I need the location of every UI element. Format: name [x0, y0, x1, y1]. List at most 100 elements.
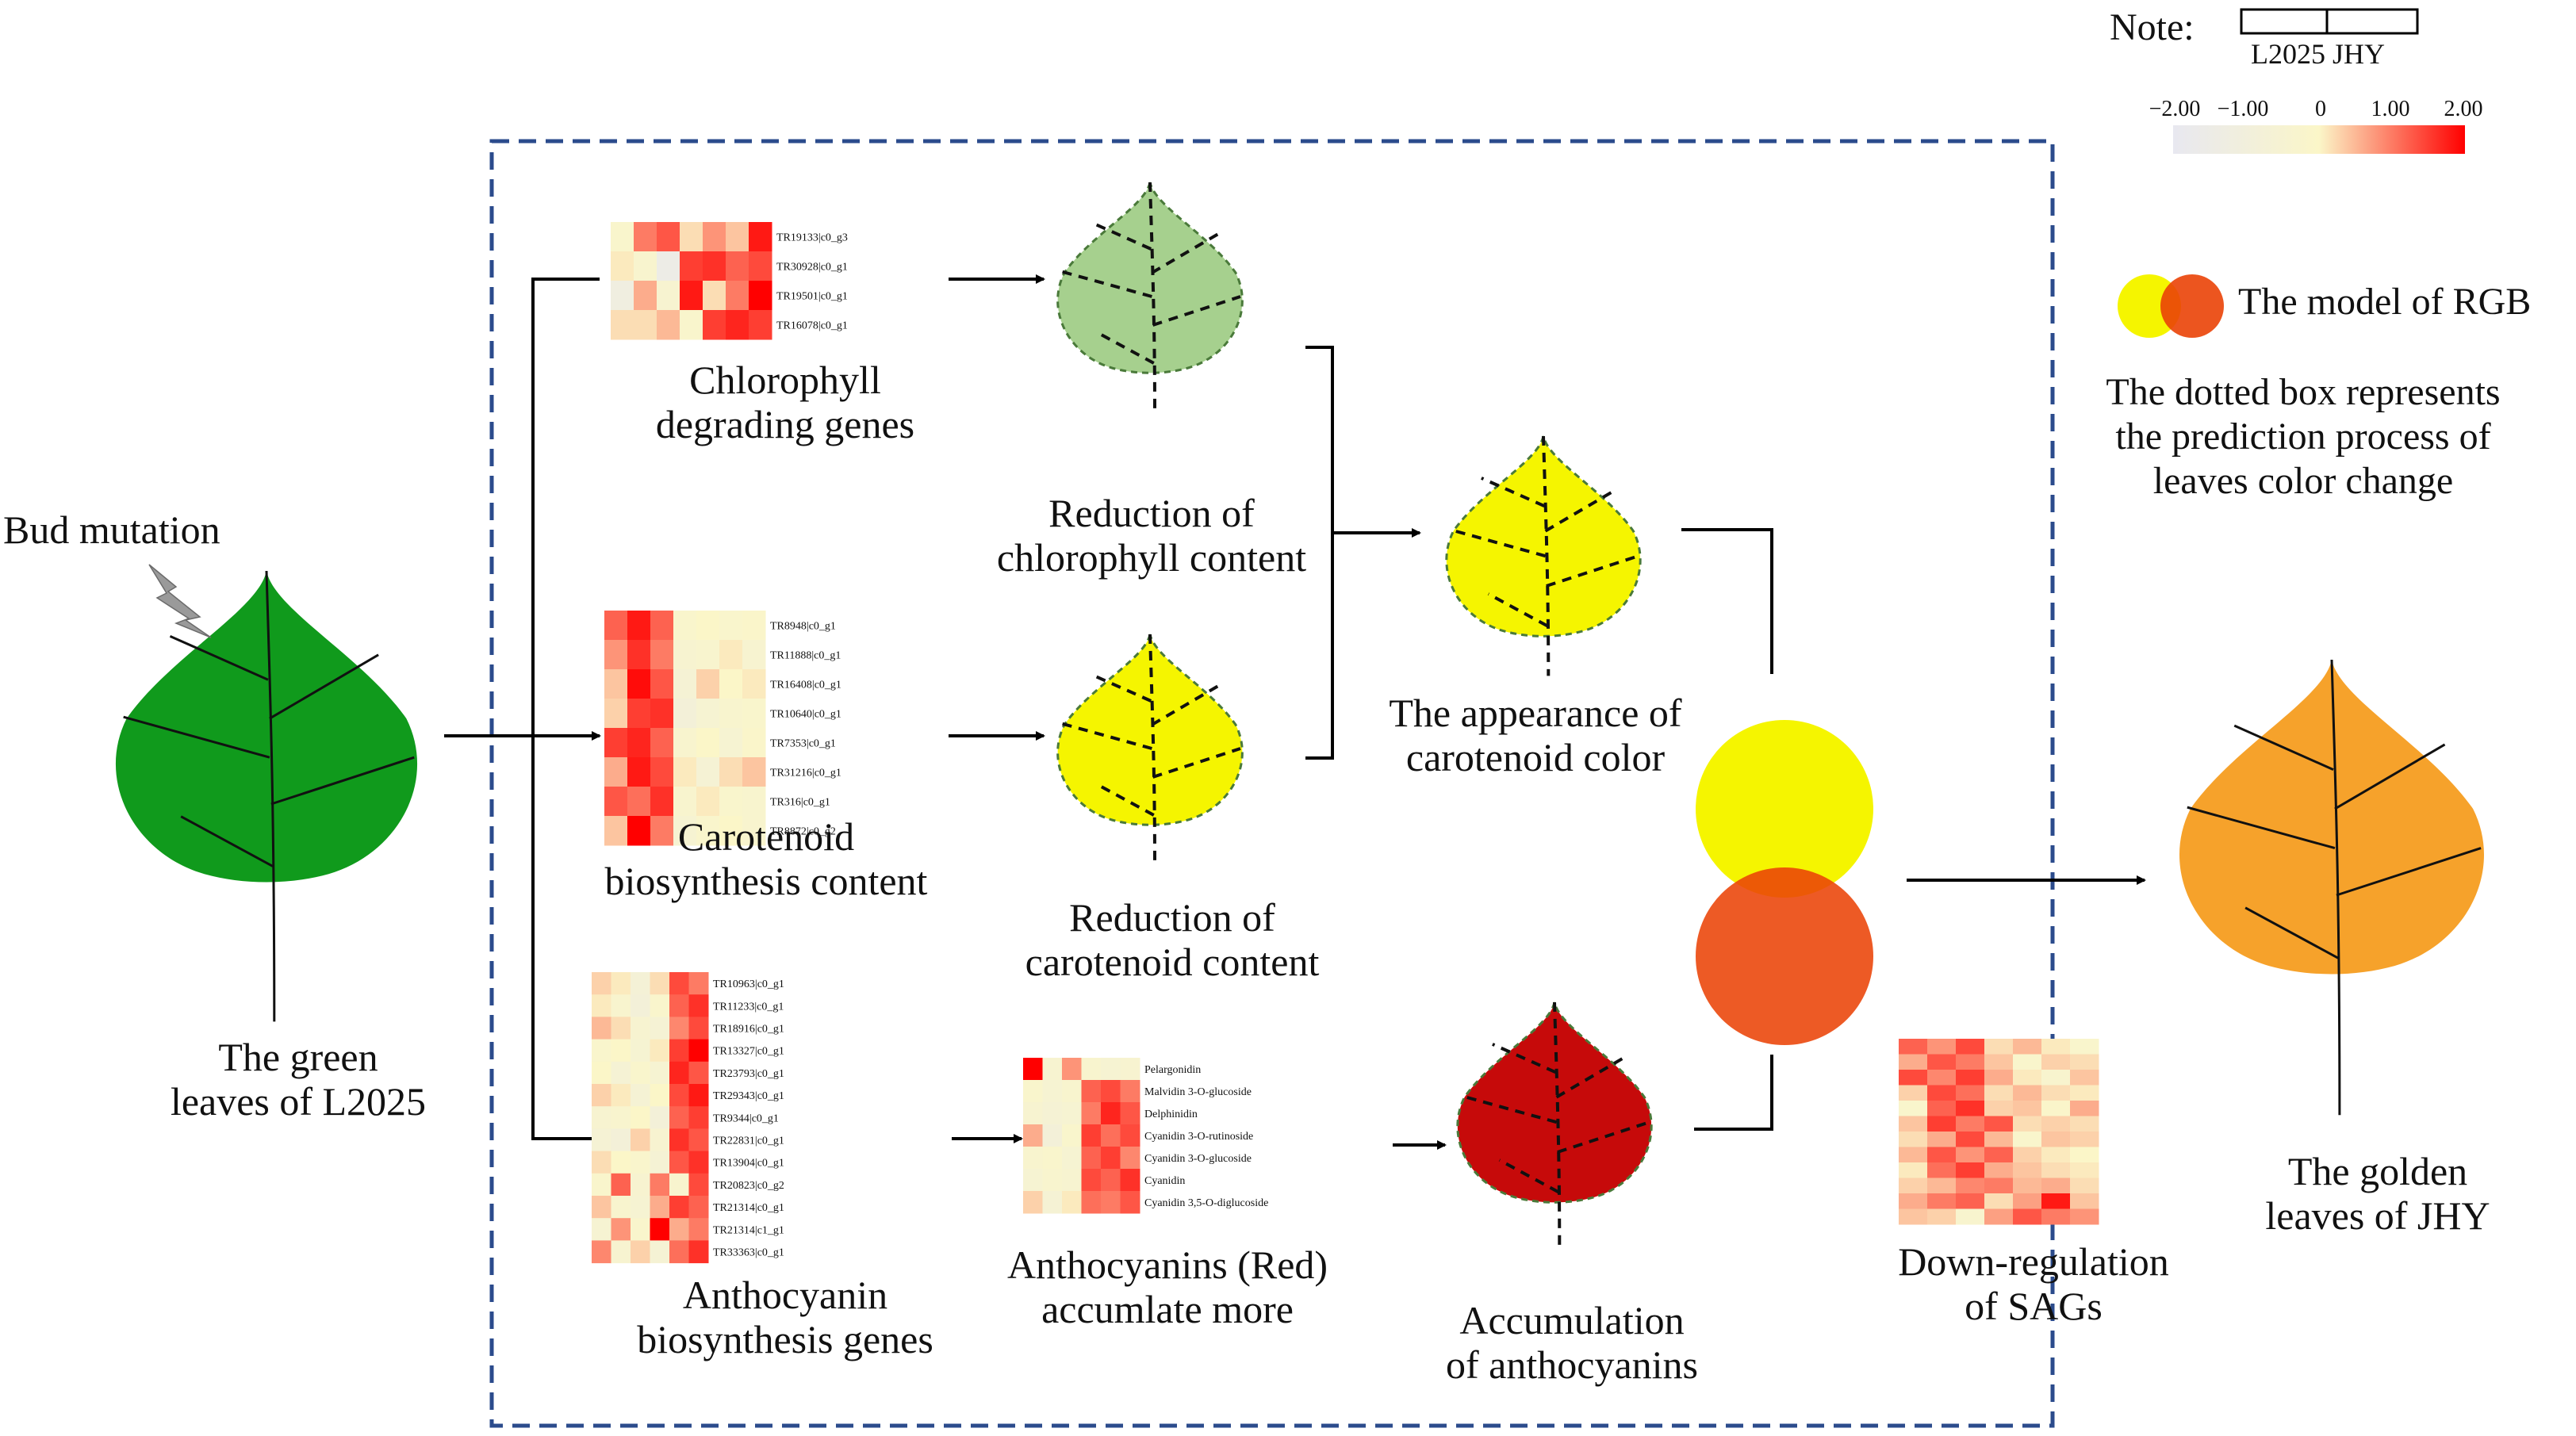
heatmap-cell	[604, 787, 628, 817]
heatmap-cell	[611, 310, 634, 340]
heatmap-cell	[1927, 1039, 1957, 1055]
heatmap-cell	[1927, 1054, 1957, 1070]
heatmap-cell	[726, 251, 749, 281]
heatmap-cell	[631, 1128, 650, 1152]
heatmap-cell	[631, 972, 650, 995]
heatmap-cell	[1101, 1080, 1121, 1103]
heatmap-cell	[2041, 1162, 2071, 1178]
rgb-circles	[1696, 720, 1873, 1045]
heatmap-cell	[669, 1240, 689, 1264]
heatmap-cell	[634, 281, 657, 311]
heatmap-cell	[688, 1061, 709, 1085]
legend-samples: L2025 JHY	[2251, 38, 2385, 70]
legend-dotted-box-line-2: the prediction process of	[2115, 415, 2490, 458]
heatmap-cell	[631, 1039, 650, 1063]
heatmap-cell	[673, 611, 697, 641]
heatmap-cell	[631, 994, 650, 1017]
heatmap-cell	[1899, 1085, 1928, 1101]
yellow-circle	[1696, 720, 1873, 898]
label-carotenoid-content-line-2: biosynthesis content	[605, 859, 928, 903]
heatmap-cell	[696, 728, 720, 758]
heatmap-cell	[2041, 1085, 2071, 1101]
heatmap-row-label: TR8872|c0_g2	[770, 826, 836, 838]
heatmap-cell	[657, 251, 680, 281]
label-accumulation-anthocyanins-line-1: Accumulation	[1459, 1298, 1684, 1342]
heatmap-cell	[688, 1084, 709, 1107]
heatmap-cell	[2070, 1178, 2099, 1194]
golden-leaf-jhy-veins	[2187, 659, 2482, 1116]
heatmap-cell	[719, 757, 743, 787]
heatmap-cell	[703, 251, 726, 281]
heatmap-cell	[650, 728, 674, 758]
heatmap-cell	[1956, 1132, 1985, 1147]
heatmap-sags	[1899, 1039, 2099, 1225]
heatmap-cell	[1956, 1070, 1985, 1086]
heatmap-cell	[611, 1196, 631, 1219]
label-appearance-carotenoid-line-1: The appearance of	[1389, 691, 1682, 735]
legend-dotted-box-line-3: leaves color change	[2153, 460, 2453, 502]
label-reduction-carotenoid-line-2: carotenoid content	[1025, 940, 1320, 984]
heatmap-cell	[719, 640, 743, 670]
heatmap-cell	[1120, 1147, 1140, 1170]
heatmap-cell	[1984, 1070, 2014, 1086]
heatmap-cell	[611, 251, 634, 281]
heatmap-cell	[627, 699, 651, 729]
heatmap-cell	[592, 1106, 611, 1129]
heatmap-cell	[726, 222, 749, 252]
heatmap-cell	[1899, 1162, 1928, 1178]
legend-tick: 0	[2315, 97, 2326, 121]
heatmap-cell	[1899, 1070, 1928, 1086]
green-leaf-l2025-veins	[123, 570, 415, 1022]
heatmap-cell	[604, 816, 628, 846]
heatmap-cell	[719, 787, 743, 817]
label-chlorophyll-genes-line-1: Chlorophyll	[689, 358, 881, 402]
heatmap-cell	[1956, 1054, 1985, 1070]
heatmap-cell	[742, 728, 766, 758]
label-accumulation-anthocyanins-line-2: of anthocyanins	[1446, 1342, 1698, 1387]
heatmap-cell	[688, 972, 709, 995]
heatmap-cell	[742, 816, 766, 846]
heatmap-cell	[592, 1218, 611, 1241]
heatmap-cell	[1120, 1191, 1140, 1214]
heatmap-cell	[2013, 1208, 2042, 1225]
heatmap-cell	[696, 640, 720, 670]
heatmap-cell	[627, 787, 651, 817]
heatmap-cell	[627, 640, 651, 670]
heatmap-cell	[650, 1039, 670, 1063]
heatmap-cell	[1062, 1124, 1082, 1147]
heatmap-row-label: Pelargonidin	[1144, 1064, 1201, 1076]
heatmap-cell	[2041, 1178, 2071, 1194]
heatmap-cell	[669, 1151, 689, 1174]
heatmap-cell	[611, 1151, 631, 1174]
heatmap-cell	[2013, 1193, 2042, 1209]
heatmap-cell	[696, 669, 720, 699]
heatmap-cell	[611, 994, 631, 1017]
heatmap-row-label: TR10963|c0_g1	[713, 978, 784, 990]
heatmap-row-label: TR21314|c0_g1	[713, 1202, 784, 1214]
heatmap-cell	[627, 611, 651, 641]
heatmap-cell	[1927, 1085, 1957, 1101]
heatmap-cell	[592, 1196, 611, 1219]
yellow-leaf-2-veins	[1451, 435, 1639, 676]
heatmap-cell	[2013, 1178, 2042, 1194]
label-anthocyanin-genes-line-2: biosynthesis genes	[637, 1317, 933, 1361]
heatmap-row-label: TR10640|c0_g1	[770, 709, 841, 721]
heatmap-cell	[2070, 1116, 2099, 1132]
heatmap-cell	[1042, 1169, 1063, 1192]
heatmap-cell	[1984, 1039, 2014, 1055]
heatmap-cell	[696, 611, 720, 641]
heatmap-cell	[1101, 1102, 1121, 1125]
legend-tick: −1.00	[2218, 97, 2269, 121]
heatmap-cell	[1023, 1147, 1043, 1170]
heatmap-cell	[2070, 1208, 2099, 1225]
heatmap-cell	[611, 281, 634, 311]
heatmap-cell	[650, 1173, 670, 1197]
heatmap-cell	[1956, 1101, 1985, 1116]
heatmap-cell	[680, 281, 703, 311]
heatmap-cell	[611, 1039, 631, 1063]
heatmap-cell	[592, 972, 611, 995]
label-green-leaves-line-2: leaves of L2025	[171, 1079, 426, 1124]
heatmap-row-label: TR316|c0_g1	[770, 797, 830, 809]
heatmap-row-label: TR13904|c0_g1	[713, 1158, 784, 1170]
